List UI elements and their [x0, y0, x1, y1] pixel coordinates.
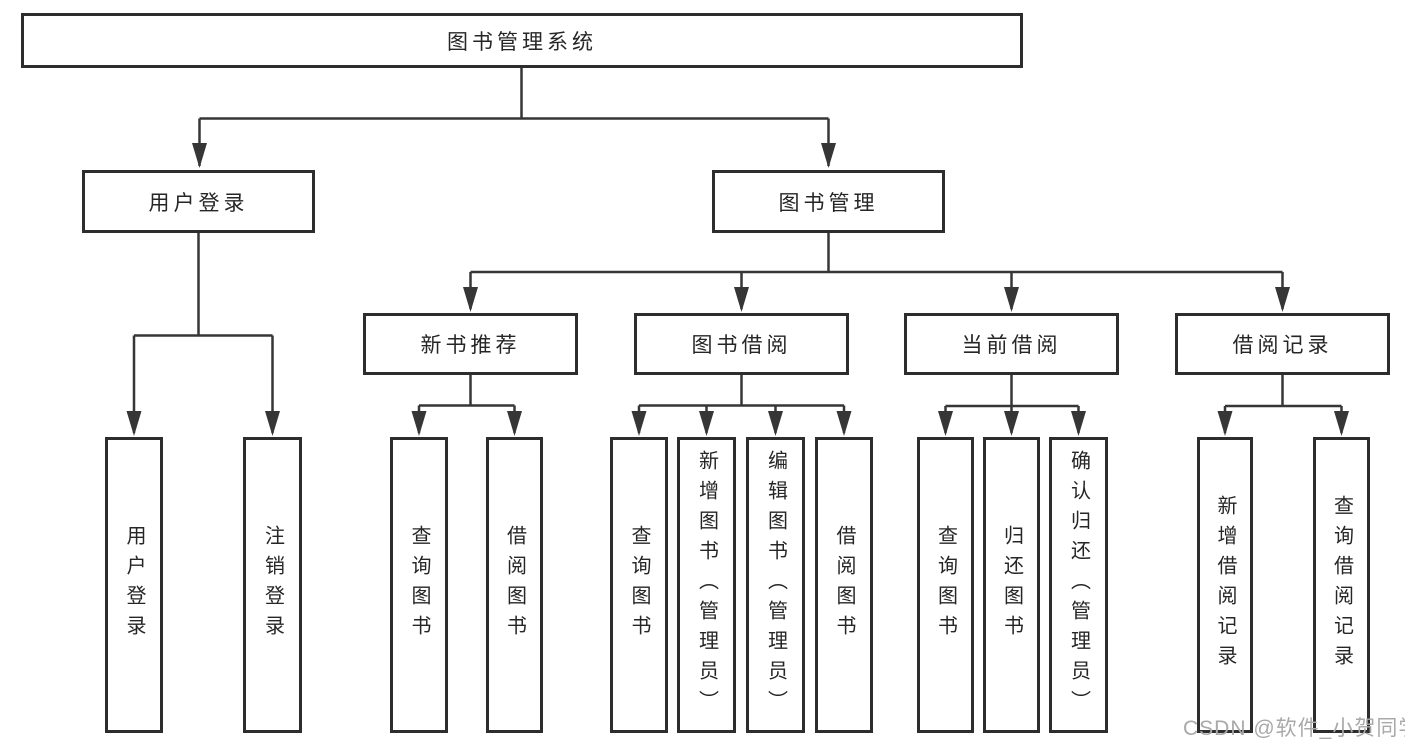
arrow-down-icon — [507, 411, 522, 436]
connector-path — [132, 68, 1343, 433]
node-label: 编辑图书（管理员） — [764, 450, 787, 720]
node-label: 新增借阅记录 — [1214, 495, 1236, 675]
node-label: 借阅记录 — [1232, 334, 1333, 357]
node-leaf-borrow-book: 借阅图书 — [815, 437, 873, 733]
arrow-down-icon — [821, 143, 836, 168]
node-leaf-user-login: 用户登录 — [105, 437, 163, 733]
node-leaf-query-book-borrow: 查询图书 — [610, 437, 668, 733]
node-leaf-edit-book-admin: 编辑图书（管理员） — [746, 437, 805, 733]
arrow-down-icon — [411, 411, 427, 436]
arrow-down-icon — [734, 287, 749, 312]
node-label: 查询图书 — [934, 525, 957, 645]
node-leaf-add-book-admin: 新增图书（管理员） — [677, 437, 736, 733]
arrow-down-icon — [1275, 287, 1290, 312]
node-label: 借阅图书 — [833, 525, 855, 645]
node-leaf-add-borrow-record: 新增借阅记录 — [1197, 437, 1253, 733]
node-leaf-query-borrow-record: 查询借阅记录 — [1313, 437, 1370, 733]
node-label: 图书管理系统 — [447, 30, 597, 54]
arrow-down-icon — [1334, 411, 1349, 436]
arrow-down-icon — [265, 411, 280, 436]
node-leaf-logout: 注销登录 — [243, 437, 302, 733]
node-label: 新增图书（管理员） — [695, 450, 718, 720]
arrow-down-icon — [1217, 411, 1233, 436]
node-label: 用户登录 — [148, 191, 249, 215]
node-label: 图书管理 — [778, 191, 879, 215]
node-label: 新书推荐 — [420, 334, 521, 357]
node-leaf-borrow-book-recommend: 借阅图书 — [486, 437, 543, 733]
arrow-down-icon — [699, 411, 714, 436]
arrow-down-icon — [126, 411, 142, 436]
arrow-down-icon — [463, 287, 478, 312]
arrow-down-icon — [192, 143, 207, 168]
watermark-text: CSDN @软件_小贺同学 — [1183, 717, 1405, 740]
node-leaf-query-book-current: 查询图书 — [917, 437, 974, 733]
node-label: 图书借阅 — [691, 334, 792, 357]
node-label: 注销登录 — [261, 525, 284, 645]
node-leaf-return-book: 归还图书 — [983, 437, 1040, 733]
arrow-down-icon — [768, 411, 783, 436]
arrow-down-icon — [1004, 287, 1019, 312]
node-label: 查询图书 — [628, 525, 650, 645]
node-label: 归还图书 — [1000, 525, 1023, 645]
node-library-management-system: 图书管理系统 — [21, 13, 1023, 68]
node-label: 当前借阅 — [961, 334, 1062, 357]
node-label: 用户登录 — [123, 525, 145, 645]
node-current-borrow: 当前借阅 — [904, 313, 1119, 375]
node-leaf-confirm-return-admin: 确认归还（管理员） — [1049, 437, 1108, 733]
arrow-down-icon — [938, 411, 953, 436]
arrow-down-icon — [1071, 411, 1086, 436]
node-new-book-recommend: 新书推荐 — [363, 313, 578, 375]
node-user-login-branch: 用户登录 — [82, 170, 315, 233]
node-leaf-query-book-recommend: 查询图书 — [390, 437, 448, 733]
node-label: 借阅图书 — [503, 525, 526, 645]
node-book-management: 图书管理 — [712, 170, 945, 233]
arrow-down-icon — [836, 411, 852, 436]
node-label: 查询借阅记录 — [1330, 495, 1353, 675]
arrow-down-icon — [1004, 411, 1019, 436]
node-borrow-records: 借阅记录 — [1175, 313, 1390, 375]
arrow-down-icon — [631, 411, 647, 436]
node-book-borrow: 图书借阅 — [634, 313, 849, 375]
node-label: 确认归还（管理员） — [1067, 450, 1090, 720]
node-label: 查询图书 — [408, 525, 430, 645]
